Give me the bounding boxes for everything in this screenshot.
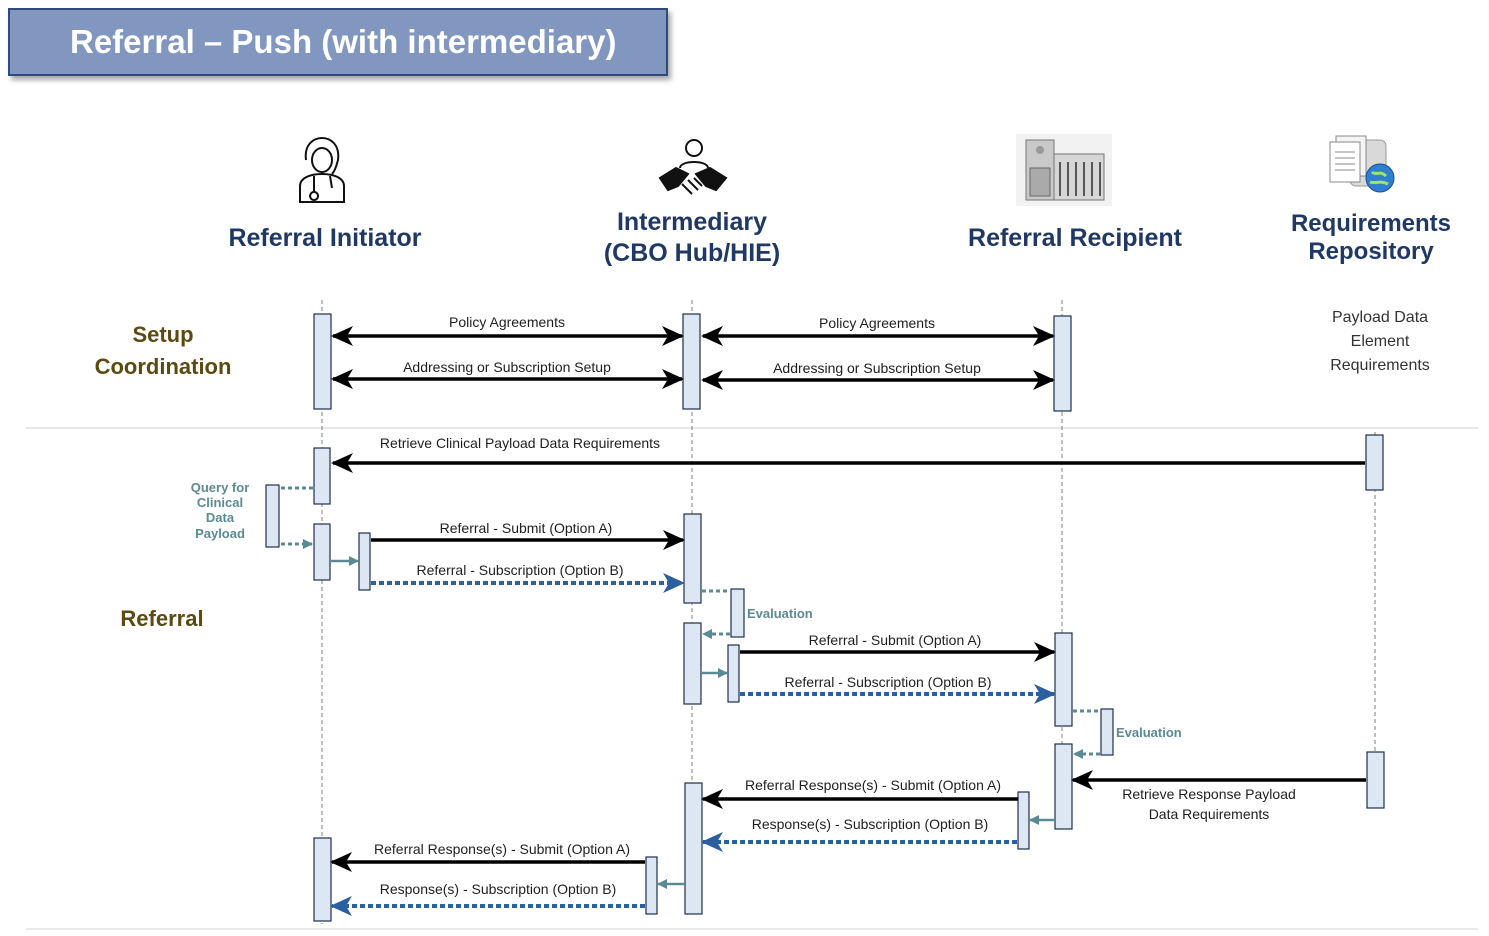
- response-subscription-label-2: Response(s) - Subscription (Option B): [380, 881, 617, 897]
- activation-box: [683, 622, 702, 705]
- actor-recipient: Referral Recipient: [940, 223, 1210, 254]
- actor-intermediary: Intermediary (CBO Hub/HIE): [567, 207, 817, 269]
- actor-repository-line2: Repository: [1308, 238, 1434, 265]
- activation-box: [1054, 743, 1073, 830]
- activation-box: [730, 588, 745, 638]
- query-note-line1: Query for: [191, 480, 250, 495]
- activation-box: [684, 782, 703, 915]
- actor-repository: Requirements Repository: [1266, 210, 1476, 266]
- retrieve-clinical-label: Retrieve Clinical Payload Data Requireme…: [380, 435, 660, 451]
- section-setup-line2: Coordination: [94, 354, 232, 379]
- activation-box: [358, 532, 371, 591]
- activation-box: [1054, 632, 1073, 727]
- section-setup-line1: Setup: [132, 322, 194, 347]
- subscription-b-label-2: Referral - Subscription (Option B): [785, 674, 992, 690]
- section-referral-label: Referral: [120, 606, 204, 631]
- building-icon: [1016, 134, 1112, 206]
- activation-box: [313, 447, 331, 505]
- handshake-icon: [658, 139, 728, 195]
- policy-label-1: Policy Agreements: [449, 314, 565, 330]
- retrieve-response-label-line2: Data Requirements: [1149, 806, 1270, 822]
- actor-intermediary-line1: Intermediary: [616, 208, 768, 236]
- activation-box: [1366, 751, 1385, 809]
- activation-box: [313, 837, 332, 922]
- section-referral: Referral: [86, 603, 238, 635]
- query-note-line2: Clinical: [197, 495, 243, 510]
- actor-recipient-label: Referral Recipient: [968, 224, 1182, 252]
- doctor-icon: [299, 136, 345, 203]
- submit-a-label-1: Referral - Submit (Option A): [440, 520, 613, 536]
- section-setup: Setup Coordination: [68, 319, 258, 383]
- title-banner: Referral – Push (with intermediary): [8, 8, 668, 76]
- repo-note-line2: Element: [1351, 333, 1410, 350]
- query-note-line4: Payload: [195, 526, 245, 541]
- diagram-title: Referral – Push (with intermediary): [70, 23, 617, 60]
- activation-box: [645, 856, 658, 915]
- activation-box: [683, 513, 702, 604]
- activation-box: [1053, 315, 1072, 412]
- query-note-line3: Data: [206, 510, 235, 525]
- activation-box: [313, 313, 332, 410]
- activation-box: [727, 644, 740, 703]
- evaluation-note-2: Evaluation: [1116, 725, 1182, 740]
- repo-note-line3: Requirements: [1330, 357, 1430, 374]
- policy-label-2: Policy Agreements: [819, 315, 935, 331]
- response-subscription-label-1: Response(s) - Subscription (Option B): [752, 816, 989, 832]
- actor-repository-line1: Requirements: [1290, 210, 1452, 237]
- submit-a-label-2: Referral - Submit (Option A): [809, 632, 982, 648]
- activation-box: [1017, 791, 1030, 850]
- response-submit-label-2: Referral Response(s) - Submit (Option A): [374, 841, 630, 857]
- activation-box: [1365, 434, 1384, 491]
- database-globe-icon: [1329, 135, 1395, 193]
- addressing-label-2: Addressing or Subscription Setup: [773, 360, 981, 376]
- repo-note-line1: Payload Data: [1332, 309, 1428, 326]
- activation-box: [313, 523, 331, 581]
- subscription-b-label-1: Referral - Subscription (Option B): [417, 562, 624, 578]
- activation-box: [682, 313, 701, 410]
- response-submit-label-1: Referral Response(s) - Submit (Option A): [745, 777, 1001, 793]
- actor-initiator-label: Referral Initiator: [228, 224, 422, 252]
- activation-box: [265, 484, 280, 548]
- retrieve-response-label-line1: Retrieve Response Payload: [1122, 786, 1296, 802]
- actor-initiator: Referral Initiator: [200, 223, 450, 254]
- actor-intermediary-line2: (CBO Hub/HIE): [603, 239, 781, 267]
- evaluation-note-1: Evaluation: [747, 606, 813, 621]
- addressing-label-1: Addressing or Subscription Setup: [403, 359, 611, 375]
- activation-box: [1100, 708, 1114, 756]
